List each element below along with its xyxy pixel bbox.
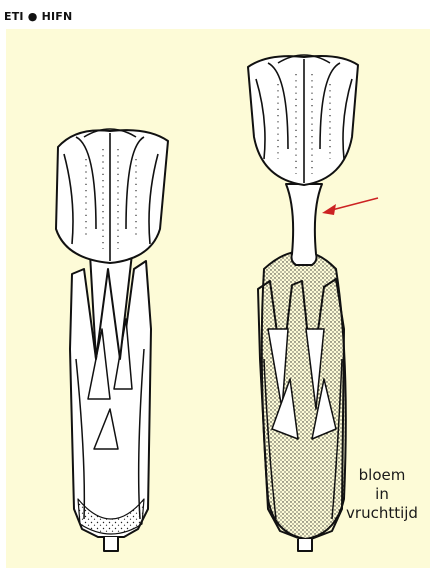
left-flower: [56, 129, 168, 551]
eti-hifn-logo: ETI ● HIFN: [4, 10, 72, 23]
red-arrow: [322, 198, 378, 215]
caption-line-1: bloem: [342, 466, 422, 485]
caption-bloem-in-vruchttijd: bloem in vruchttijd: [342, 466, 422, 523]
caption-line-3: vruchttijd: [342, 504, 422, 523]
right-neck: [286, 184, 322, 265]
caption-line-2: in: [342, 485, 422, 504]
